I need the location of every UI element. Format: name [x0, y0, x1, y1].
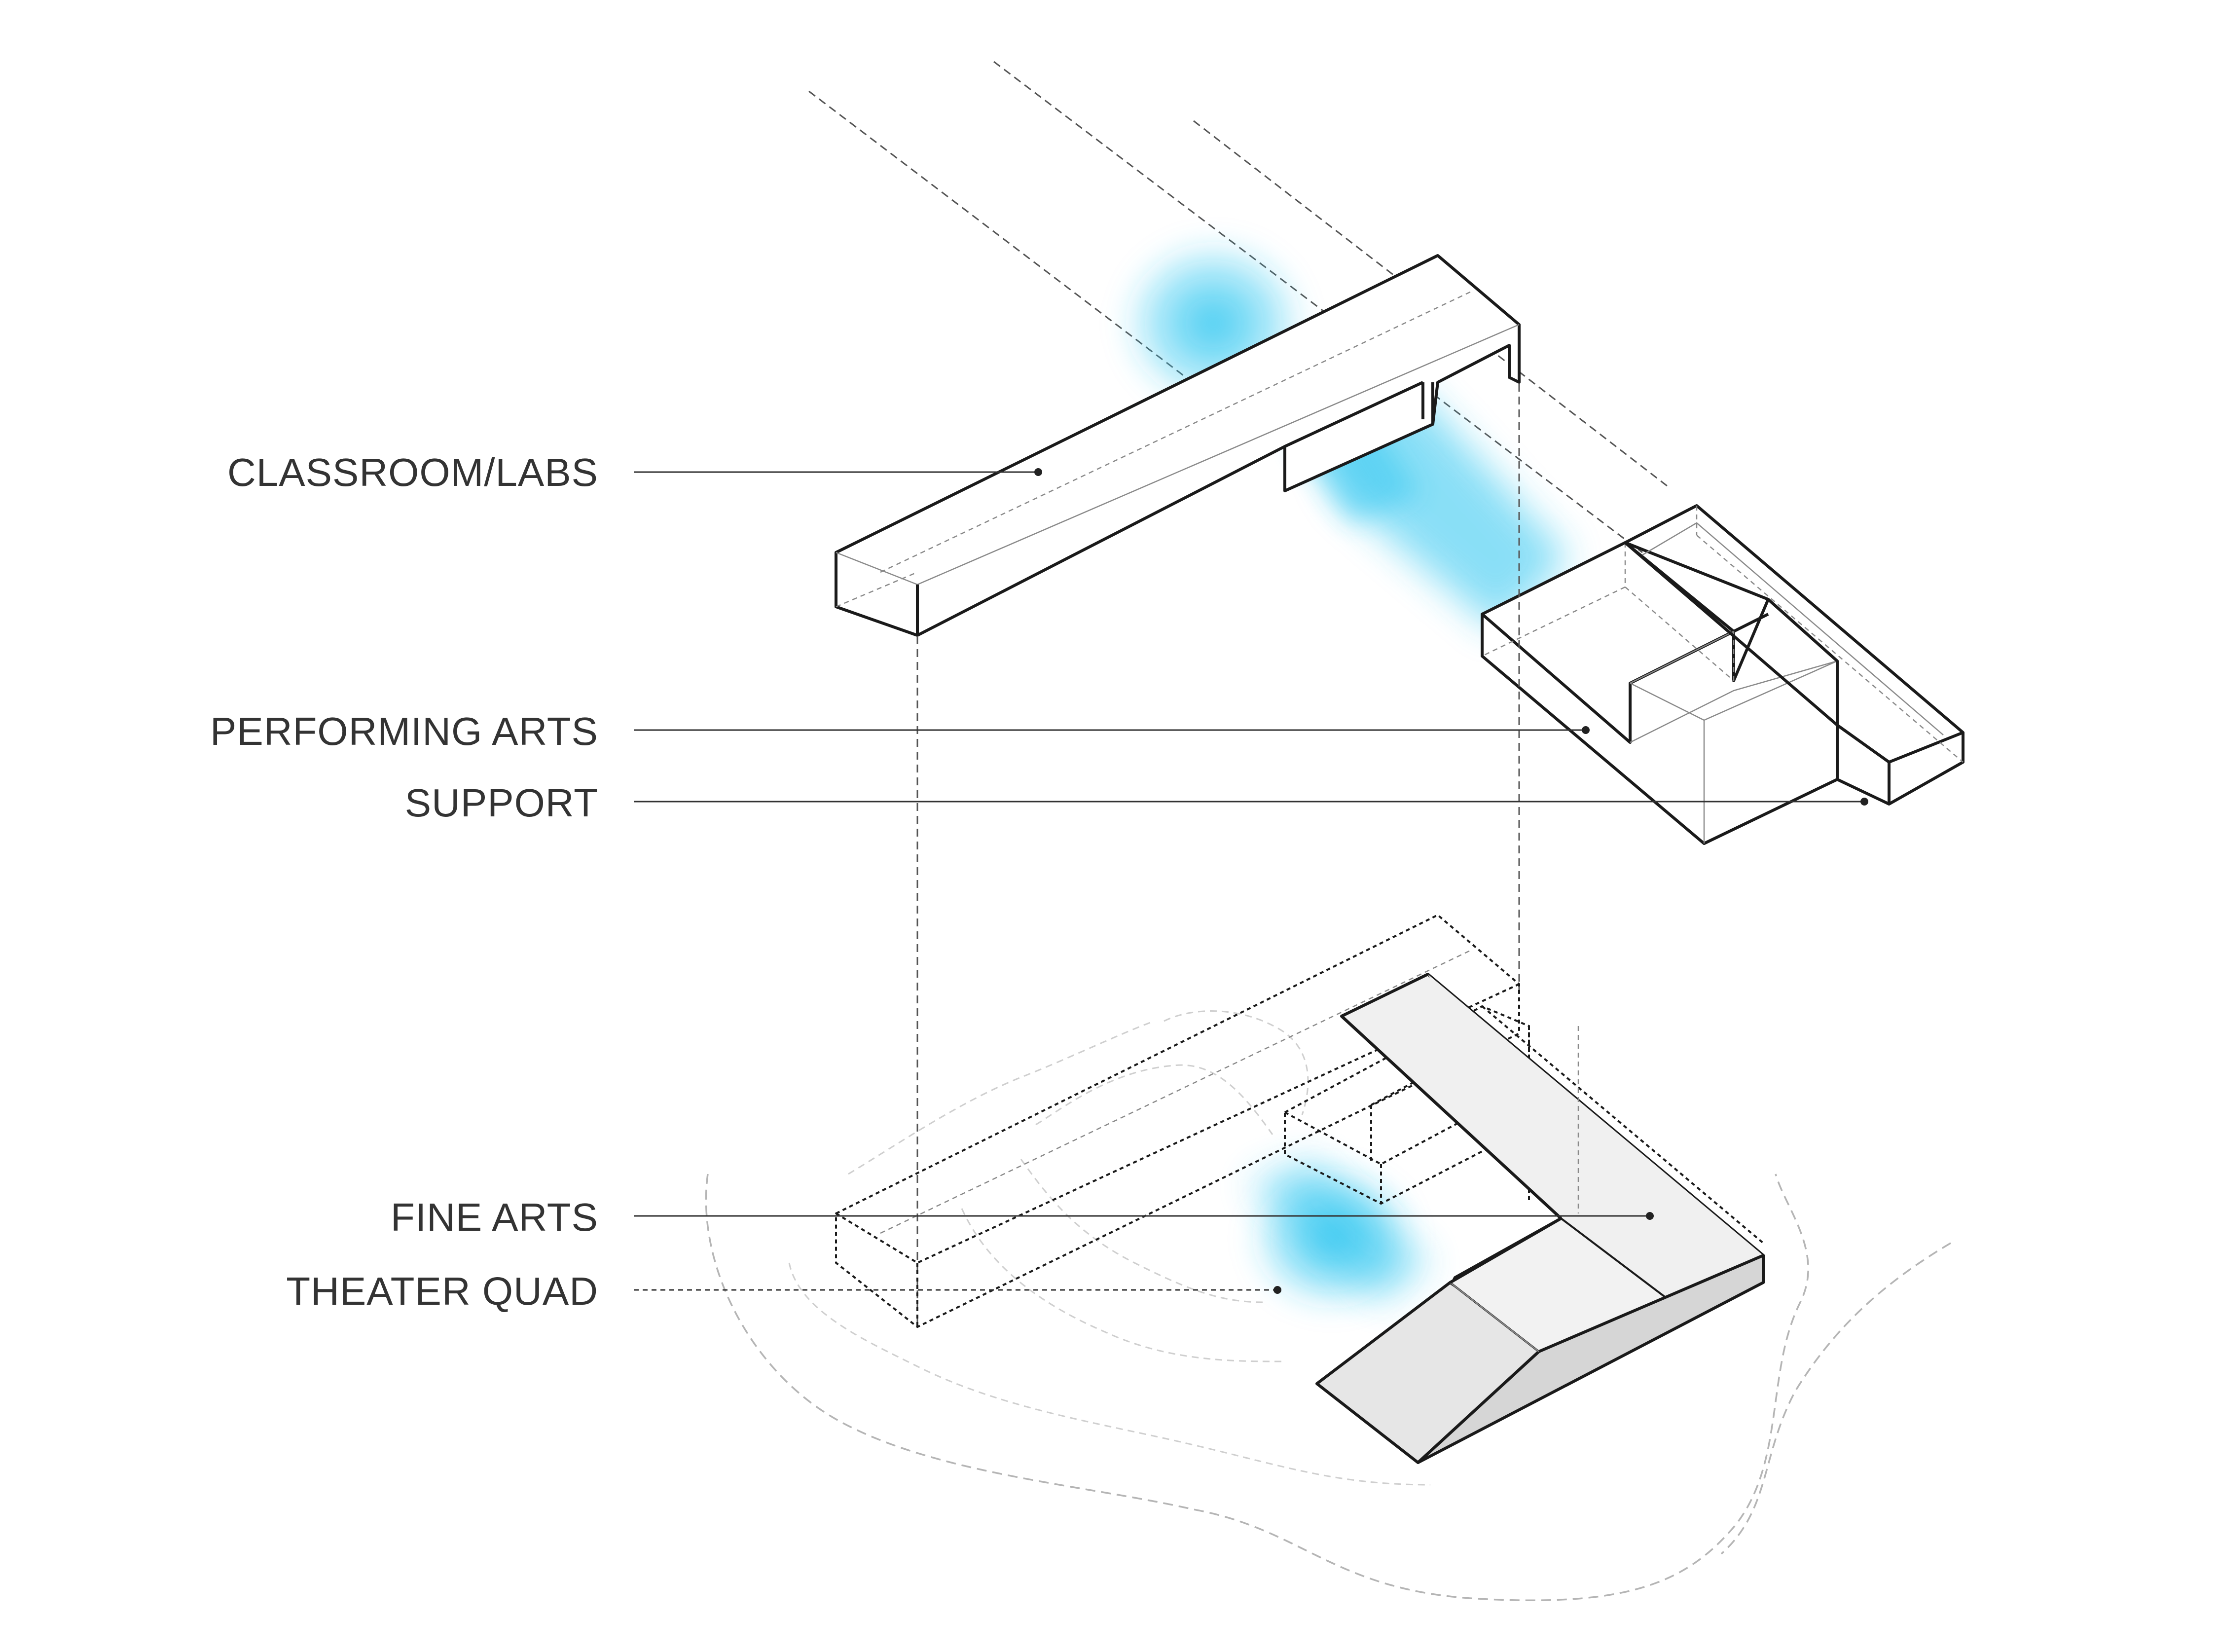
marker-performing-arts: [1582, 726, 1590, 734]
classroom-labs-volume: [835, 254, 1521, 637]
marker-theater-quad: [1273, 1286, 1281, 1294]
support-volume: [1624, 504, 1964, 806]
label-support-text: SUPPORT: [405, 781, 598, 825]
label-theater-quad: THEATER QUAD: [286, 1269, 1281, 1313]
label-fine-arts-text: FINE ARTS: [391, 1195, 598, 1239]
label-theater-quad-text: THEATER QUAD: [286, 1269, 598, 1313]
label-fine-arts: FINE ARTS: [391, 1195, 1654, 1239]
label-performing-arts: PERFORMING ARTS: [210, 709, 1590, 753]
label-classroom-labs: CLASSROOM/LABS: [227, 450, 1042, 494]
marker-classroom-labs: [1034, 468, 1042, 476]
marker-fine-arts: [1646, 1212, 1654, 1220]
site-contours: [705, 1010, 1951, 1601]
label-support: SUPPORT: [405, 781, 1868, 825]
projection-lines: [916, 384, 1520, 1327]
label-classroom-labs-text: CLASSROOM/LABS: [227, 450, 598, 494]
fine-arts-volume: [1315, 973, 1765, 1464]
label-performing-arts-text: PERFORMING ARTS: [210, 709, 598, 753]
marker-support: [1860, 798, 1868, 806]
